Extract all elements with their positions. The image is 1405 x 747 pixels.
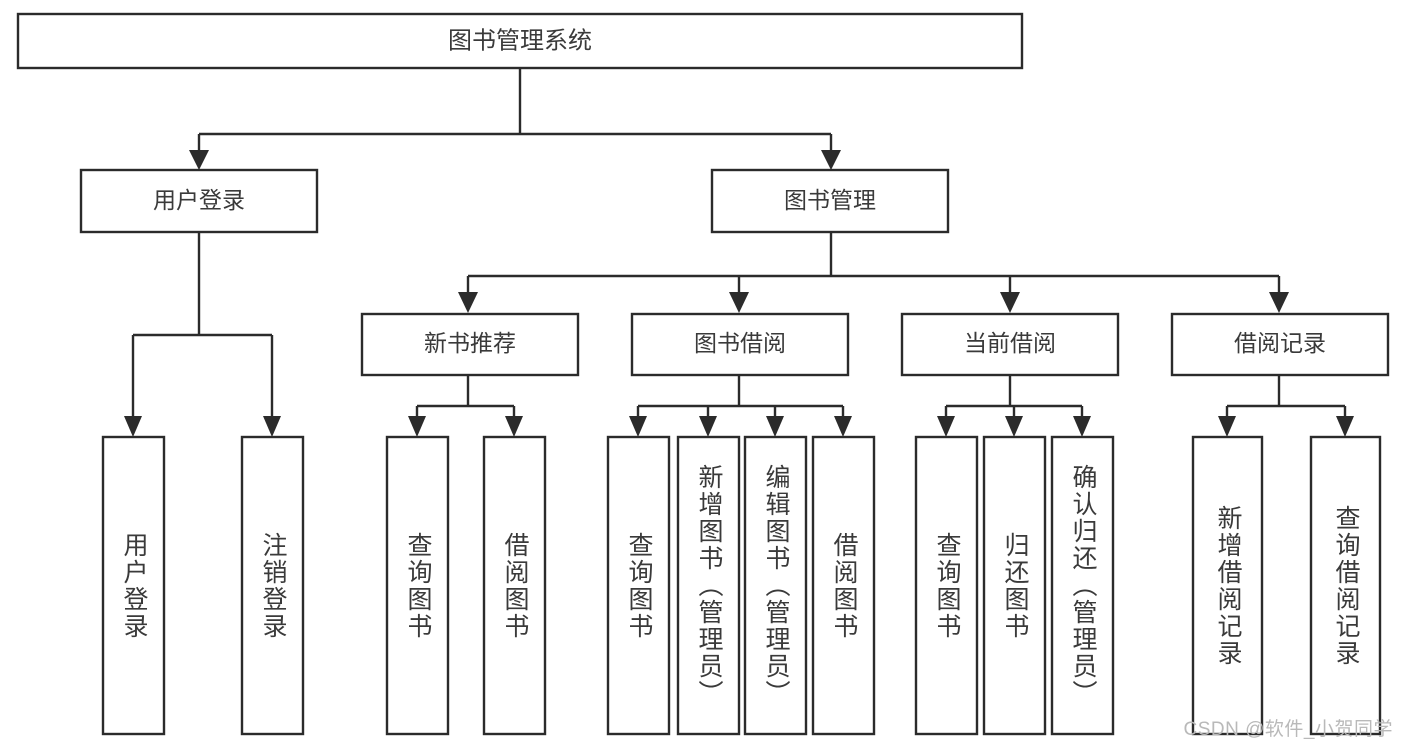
arrow-records-leaf-2 xyxy=(1336,416,1354,437)
node-book-borrow-box[interactable] xyxy=(630,312,850,377)
node-root-label: 图书管理系统 xyxy=(448,27,592,54)
node-book-management-box[interactable] xyxy=(710,168,950,234)
node-layer: 图书管理系统 用户登录 图书管理 新书推荐 图书借阅 当前借阅 借阅记录 xyxy=(16,12,1390,736)
node-leaf-box-13[interactable] xyxy=(1309,435,1382,736)
arrow-borrow-leaf-1 xyxy=(629,416,647,437)
arrow-current-leaf-1 xyxy=(937,416,955,437)
arrow-newbooks-leaf-1 xyxy=(408,416,426,437)
connector-layer xyxy=(124,68,1354,437)
node-current-borrow-label: 当前借阅 xyxy=(964,330,1056,356)
node-leaf-box-12[interactable] xyxy=(1191,435,1264,736)
arrow-borrow-leaf-2 xyxy=(699,416,717,437)
node-leaf-box-1[interactable] xyxy=(101,435,166,736)
node-user-login-box[interactable] xyxy=(79,168,319,234)
node-leaf-box-11[interactable] xyxy=(1050,435,1115,736)
arrow-bookmgmt-to-newbooks xyxy=(458,292,478,313)
node-leaf-box-2[interactable] xyxy=(240,435,305,736)
node-borrow-records-box[interactable] xyxy=(1170,312,1390,377)
node-leaf-box-6[interactable] xyxy=(676,435,741,736)
arrow-borrow-leaf-3 xyxy=(766,416,784,437)
node-leaf-box-5[interactable] xyxy=(606,435,671,736)
node-leaf-box-7[interactable] xyxy=(743,435,808,736)
arrow-current-leaf-2 xyxy=(1005,416,1023,437)
node-leaf-box-3[interactable] xyxy=(385,435,450,736)
node-new-book-recommend-label: 新书推荐 xyxy=(424,330,516,356)
node-leaf-box-4[interactable] xyxy=(482,435,547,736)
node-book-management-label: 图书管理 xyxy=(784,187,876,213)
arrow-bookmgmt-to-borrow xyxy=(729,292,749,313)
node-leaf-box-10[interactable] xyxy=(982,435,1047,736)
node-user-login-label: 用户登录 xyxy=(153,187,245,213)
arrow-records-leaf-1 xyxy=(1218,416,1236,437)
node-new-book-recommend-box[interactable] xyxy=(360,312,580,377)
node-book-borrow-label: 图书借阅 xyxy=(694,330,786,356)
arrow-login-leaf-2 xyxy=(263,416,281,437)
node-leaf-box-8[interactable] xyxy=(811,435,876,736)
node-current-borrow-box[interactable] xyxy=(900,312,1120,377)
node-leaf-box-9[interactable] xyxy=(914,435,979,736)
arrow-root-to-login xyxy=(189,150,209,170)
arrow-bookmgmt-to-current xyxy=(1000,292,1020,313)
arrow-root-to-bookmgmt xyxy=(821,150,841,170)
arrow-newbooks-leaf-2 xyxy=(505,416,523,437)
arrow-login-leaf-1 xyxy=(124,416,142,437)
node-root-box[interactable] xyxy=(16,12,1024,70)
arrow-current-leaf-3 xyxy=(1073,416,1091,437)
arrow-bookmgmt-to-records xyxy=(1269,292,1289,313)
node-borrow-records-label: 借阅记录 xyxy=(1234,330,1326,356)
arrow-borrow-leaf-4 xyxy=(834,416,852,437)
